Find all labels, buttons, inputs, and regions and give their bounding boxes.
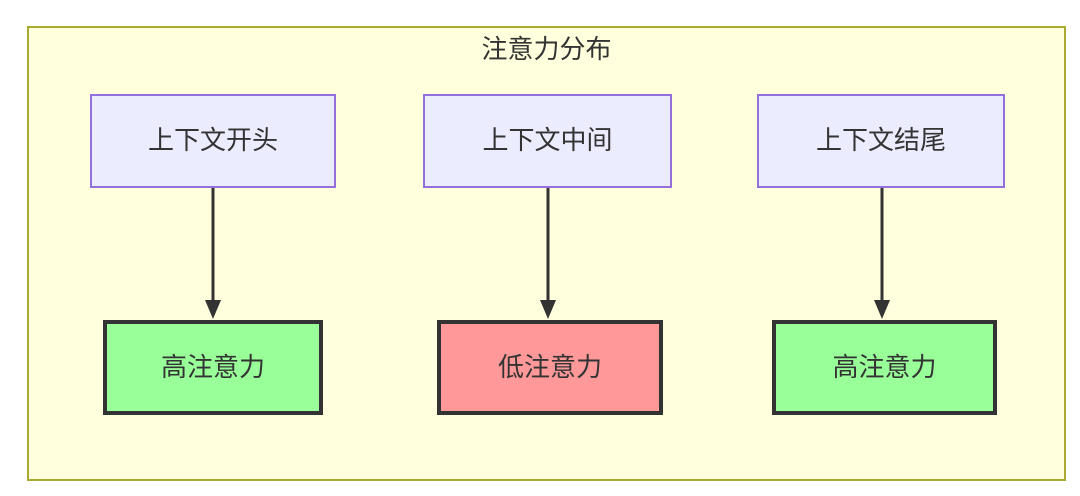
arrow-head-icon: [205, 300, 221, 319]
node-high-attention-right: 高注意力: [772, 320, 997, 415]
node-high-attention-left: 高注意力: [103, 320, 323, 415]
node-context-middle: 上下文中间: [423, 94, 672, 188]
node-low-attention: 低注意力: [437, 320, 663, 415]
node-context-end: 上下文结尾: [757, 94, 1005, 188]
node-label: 高注意力: [160, 351, 265, 382]
arrow-head-icon: [540, 300, 556, 319]
node-context-start: 上下文开头: [90, 94, 336, 188]
arrow-head-icon: [874, 300, 890, 319]
diagram-title: 注意力分布: [481, 34, 612, 64]
node-label: 上下文结尾: [815, 125, 946, 156]
node-label: 高注意力: [832, 351, 937, 382]
node-label: 低注意力: [497, 351, 602, 382]
subgraph-attention-distribution: 注意力分布 上下文开头 上下文中间 上下文结尾 高注意力 低注意力 高注意力: [27, 26, 1066, 481]
node-label: 上下文开头: [147, 125, 278, 156]
node-label: 上下文中间: [482, 125, 613, 156]
